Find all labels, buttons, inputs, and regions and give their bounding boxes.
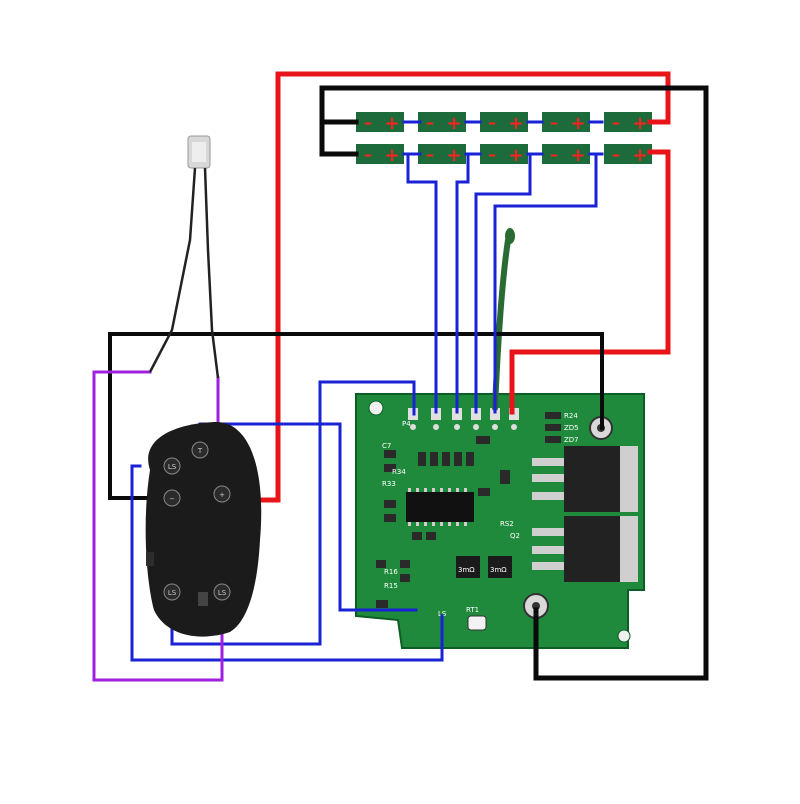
connector-label-ls-br: LS <box>218 589 227 597</box>
cell-minus-symbol: – <box>364 145 372 164</box>
pcb-label-ls: LS <box>438 610 447 618</box>
cell-plus-symbol: + <box>632 113 647 134</box>
cell-link-2 <box>464 120 482 156</box>
cell-minus-symbol: – <box>612 113 620 132</box>
temperature-sensor <box>148 135 220 379</box>
cell-plus-symbol: + <box>384 113 399 134</box>
cell-plus-symbol: + <box>632 145 647 166</box>
battery-cell-body <box>356 112 404 132</box>
battery-cell-bank: –+–+–+–+–+–+–+–+–+–+ <box>356 112 652 166</box>
battery-cell: –+ <box>480 144 528 166</box>
wire-ls-bottom <box>170 380 416 646</box>
cell-link-1 <box>402 120 422 156</box>
bms-ic <box>406 492 474 522</box>
battery-cell-body <box>604 112 652 132</box>
connector-body <box>145 421 262 637</box>
battery-cell: –+ <box>604 144 652 166</box>
balance-wire-2 <box>455 152 470 414</box>
battery-cell: –+ <box>356 144 404 166</box>
cell-minus-symbol: – <box>426 145 434 164</box>
wire-negative-cell <box>319 119 359 157</box>
battery-cell-body <box>356 144 404 164</box>
cell-link-3 <box>526 120 544 156</box>
battery-cell-body <box>604 144 652 164</box>
smd-components <box>376 412 561 631</box>
cell-plus-symbol: + <box>384 145 399 166</box>
pcb-label-q2: Q2 <box>510 532 520 540</box>
connector-label-t: T <box>197 447 203 455</box>
battery-cell-body <box>418 112 466 132</box>
battery-cell: –+ <box>356 112 404 134</box>
shunt-label-a: 3mΩ <box>458 566 475 574</box>
pcb-label-r33: R33 <box>382 480 396 488</box>
cell-minus-symbol: – <box>488 145 496 164</box>
cell-plus-symbol: + <box>446 145 461 166</box>
balance-wire-1 <box>406 152 438 414</box>
shunt-resistor-a <box>456 556 480 578</box>
cell-minus-symbol: – <box>488 113 496 132</box>
battery-cell-body <box>542 144 590 164</box>
cell-minus-symbol: – <box>426 113 434 132</box>
wire-ls-top <box>130 464 444 662</box>
cell-minus-symbol: – <box>550 113 558 132</box>
pcb-label-zd2: ZD2 <box>376 624 391 632</box>
battery-cell: –+ <box>542 112 590 134</box>
balance-wire-4 <box>493 152 598 414</box>
battery-connector: LS T − + LS LS <box>145 421 262 637</box>
ntc-thermistor-lead <box>492 237 511 411</box>
cell-plus-symbol: + <box>570 145 585 166</box>
connector-label-ls-bl: LS <box>168 589 177 597</box>
battery-cell-body <box>480 112 528 132</box>
cell-plus-symbol: + <box>570 113 585 134</box>
battery-cell: –+ <box>418 112 466 134</box>
cell-plus-symbol: + <box>508 113 523 134</box>
cell-minus-symbol: – <box>612 145 620 164</box>
pcb-label-r15: R15 <box>384 582 398 590</box>
battery-cell-body <box>480 144 528 164</box>
battery-cell: –+ <box>418 144 466 166</box>
wire-positive-pcb <box>509 149 671 415</box>
cell-minus-symbol: – <box>364 113 372 132</box>
connector-label-plus: + <box>219 491 225 499</box>
cell-plus-symbol: + <box>508 145 523 166</box>
battery-cell: –+ <box>480 112 528 134</box>
pcb-label-r34: R34 <box>392 468 406 476</box>
balance-wire-3 <box>474 152 532 414</box>
shunt-resistor-b <box>488 556 512 578</box>
battery-cell-body <box>542 112 590 132</box>
pcb-label-zd7: ZD7 <box>564 436 579 444</box>
pcb-label-c7: C7 <box>382 442 391 450</box>
pcb-label-zd5: ZD5 <box>564 424 579 432</box>
pcb-label-r16: R16 <box>384 568 398 576</box>
battery-cell: –+ <box>604 112 652 134</box>
connector-label-minus: − <box>169 495 175 503</box>
pcb-label-rs2: RS2 <box>500 520 514 528</box>
sense-wire-left <box>92 370 224 682</box>
cell-link-4 <box>588 120 604 156</box>
cell-plus-symbol: + <box>446 113 461 134</box>
shunt-label-b: 3mΩ <box>490 566 507 574</box>
pcb-label-rt1: RT1 <box>466 606 479 614</box>
mosfet-lower <box>532 516 638 582</box>
mosfet-upper <box>532 446 638 512</box>
ntc-thermistor-bead <box>505 228 515 244</box>
battery-cell: –+ <box>542 144 590 166</box>
cell-minus-symbol: – <box>550 145 558 164</box>
connector-label-ls-top: LS <box>168 463 177 471</box>
bms-pcb: R24 ZD5 ZD7 C7 R34 R33 Q2 RS2 R16 R15 ZD… <box>355 393 645 649</box>
pcb-label-r24: R24 <box>564 412 578 420</box>
battery-cell-body <box>418 144 466 164</box>
pcb-label-p4: P4 <box>402 420 411 428</box>
wire-positive-main <box>231 71 671 503</box>
